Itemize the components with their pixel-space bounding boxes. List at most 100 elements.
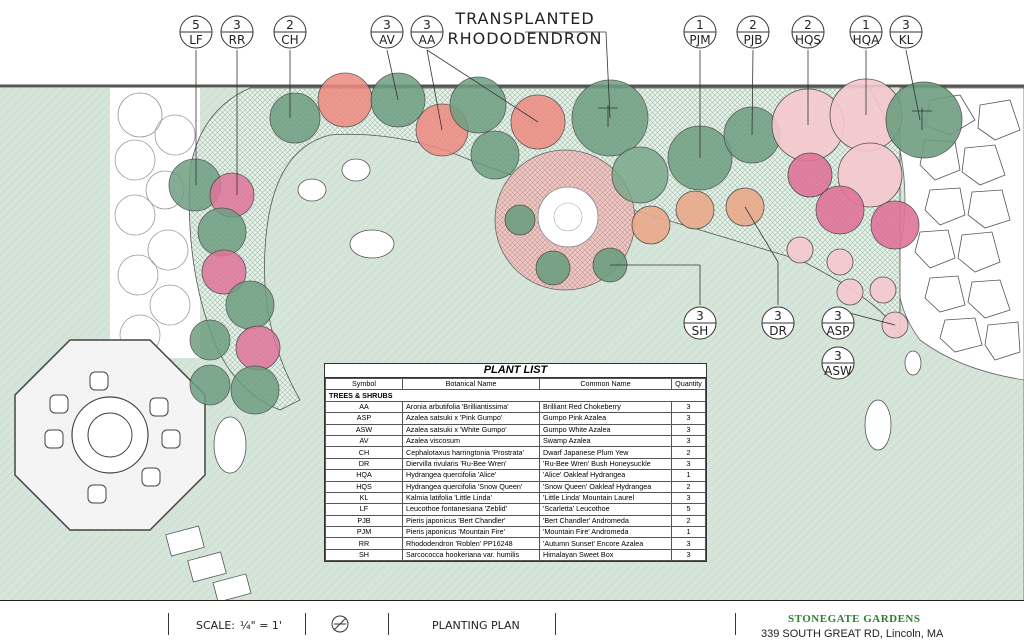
cell-common: Brilliant Red Chokeberry <box>540 401 672 412</box>
callout-hqs-code: HQS <box>795 33 821 47</box>
cell-botanical: Azalea satsuki x 'Pink Gumpo' <box>403 413 540 424</box>
cell-common: Swamp Azalea <box>540 435 672 446</box>
scale-label: SCALE: <box>196 619 235 632</box>
callout-sh-qty: 3 <box>696 309 704 323</box>
cell-symbol: AV <box>326 435 403 446</box>
cell-botanical: Sarcococca hookeriana var. humilis <box>403 549 540 560</box>
callout-kl-qty: 3 <box>902 18 910 32</box>
left-hedge-strip <box>110 88 200 358</box>
title-divider <box>305 613 306 635</box>
callout-pjb-code: PJB <box>743 33 762 47</box>
title-block: SCALE: ¼" = 1' PLANTING PLAN STONEGATE G… <box>0 600 1024 644</box>
cell-quantity: 5 <box>672 504 706 515</box>
cell-common: Dwarf Japanese Plum Yew <box>540 447 672 458</box>
cell-botanical: Aronia arbutifolia 'Brilliantissima' <box>403 401 540 412</box>
title-divider <box>735 613 736 635</box>
callout-ch-qty: 2 <box>286 18 294 32</box>
scale-value: ¼" = 1' <box>240 619 282 632</box>
cell-botanical: Azalea viscosum <box>403 435 540 446</box>
cell-symbol: RR <box>326 538 403 549</box>
cell-symbol: ASW <box>326 424 403 435</box>
cell-botanical: Rhododendron 'Roblen' PP16248 <box>403 538 540 549</box>
cell-botanical: Diervilla rivularis 'Ru-Bee Wren' <box>403 458 540 469</box>
cell-common: 'Scarletta' Leucothoe <box>540 504 672 515</box>
cell-botanical: Azalea satsuki x 'White Gumpo' <box>403 424 540 435</box>
cell-botanical: Cephalotaxus harringtonia 'Prostrata' <box>403 447 540 458</box>
callout-pjb-qty: 2 <box>749 18 757 32</box>
callout-kl-code: KL <box>899 33 914 47</box>
cell-common: 'Autumn Sunset' Encore Azalea <box>540 538 672 549</box>
cell-botanical: Pieris japonicus 'Mountain Fire' <box>403 527 540 538</box>
cell-symbol: DR <box>326 458 403 469</box>
cell-quantity: 2 <box>672 481 706 492</box>
callout-sh-code: SH <box>692 324 709 338</box>
cell-quantity: 3 <box>672 492 706 503</box>
cell-common: Gumpo Pink Azalea <box>540 413 672 424</box>
cell-symbol: HQA <box>326 470 403 481</box>
cell-quantity: 3 <box>672 424 706 435</box>
cell-quantity: 3 <box>672 549 706 560</box>
callout-hqa-code: HQA <box>853 33 880 47</box>
callout-rr-qty: 3 <box>233 18 241 32</box>
cell-common: Gumpo White Azalea <box>540 424 672 435</box>
sheet-title: PLANTING PLAN <box>432 619 520 632</box>
cell-symbol: ASP <box>326 413 403 424</box>
callout-asw-code: ASW <box>824 364 852 378</box>
cell-quantity: 1 <box>672 470 706 481</box>
patio-fountain-inner <box>554 203 582 231</box>
cell-common: 'Alice' Oakleaf Hydrangea <box>540 470 672 481</box>
cell-quantity: 3 <box>672 413 706 424</box>
cell-quantity: 3 <box>672 401 706 412</box>
callout-av-qty: 3 <box>383 18 391 32</box>
col-header-quantity: Quantity <box>672 379 706 390</box>
callout-hqs-qty: 2 <box>804 18 812 32</box>
cell-common: 'Snow Queen' Oakleaf Hydrangea <box>540 481 672 492</box>
callout-av-code: AV <box>379 33 395 47</box>
cell-botanical: Pieris japonicus 'Bert Chandler' <box>403 515 540 526</box>
callout-dr-code: DR <box>769 324 787 338</box>
callout-asp-code: ASP <box>826 324 849 338</box>
col-header-symbol: Symbol <box>326 379 403 390</box>
cell-quantity: 1 <box>672 527 706 538</box>
cell-symbol: CH <box>326 447 403 458</box>
transplant-label-line2: RHODODENDRON <box>447 29 602 48</box>
callout-pjm-code: PJM <box>689 33 710 47</box>
callout-dr-qty: 3 <box>774 309 782 323</box>
cell-botanical: Hydrangea quercifolia 'Alice' <box>403 470 540 481</box>
plant-list-grid: Symbol Botanical Name Common Name Quanti… <box>325 378 706 561</box>
cell-quantity: 2 <box>672 447 706 458</box>
cell-common: 'Little Linda' Mountain Laurel <box>540 492 672 503</box>
title-divider <box>388 613 389 635</box>
callout-lf-code: LF <box>189 33 203 47</box>
title-divider <box>555 613 556 635</box>
cell-symbol: AA <box>326 401 403 412</box>
cell-quantity: 2 <box>672 515 706 526</box>
callout-hqa-qty: 1 <box>862 18 870 32</box>
cell-quantity: 3 <box>672 435 706 446</box>
section-row: TREES & SHRUBS <box>326 390 706 401</box>
company-name: STONEGATE GARDENS <box>788 613 921 625</box>
cell-symbol: HQS <box>326 481 403 492</box>
cell-botanical: Hydrangea quercifolia 'Snow Queen' <box>403 481 540 492</box>
callout-pjm-qty: 1 <box>696 18 704 32</box>
cell-symbol: LF <box>326 504 403 515</box>
plant-list-title: PLANT LIST <box>325 364 706 378</box>
title-divider <box>168 613 169 635</box>
plant-list-table: PLANT LIST Symbol Botanical Name Common … <box>324 363 707 562</box>
callout-ch-code: CH <box>281 33 298 47</box>
transplant-label-line1: TRANSPLANTED <box>454 9 594 28</box>
cell-botanical: Leucothoe fontanesiana 'Zeblid' <box>403 504 540 515</box>
